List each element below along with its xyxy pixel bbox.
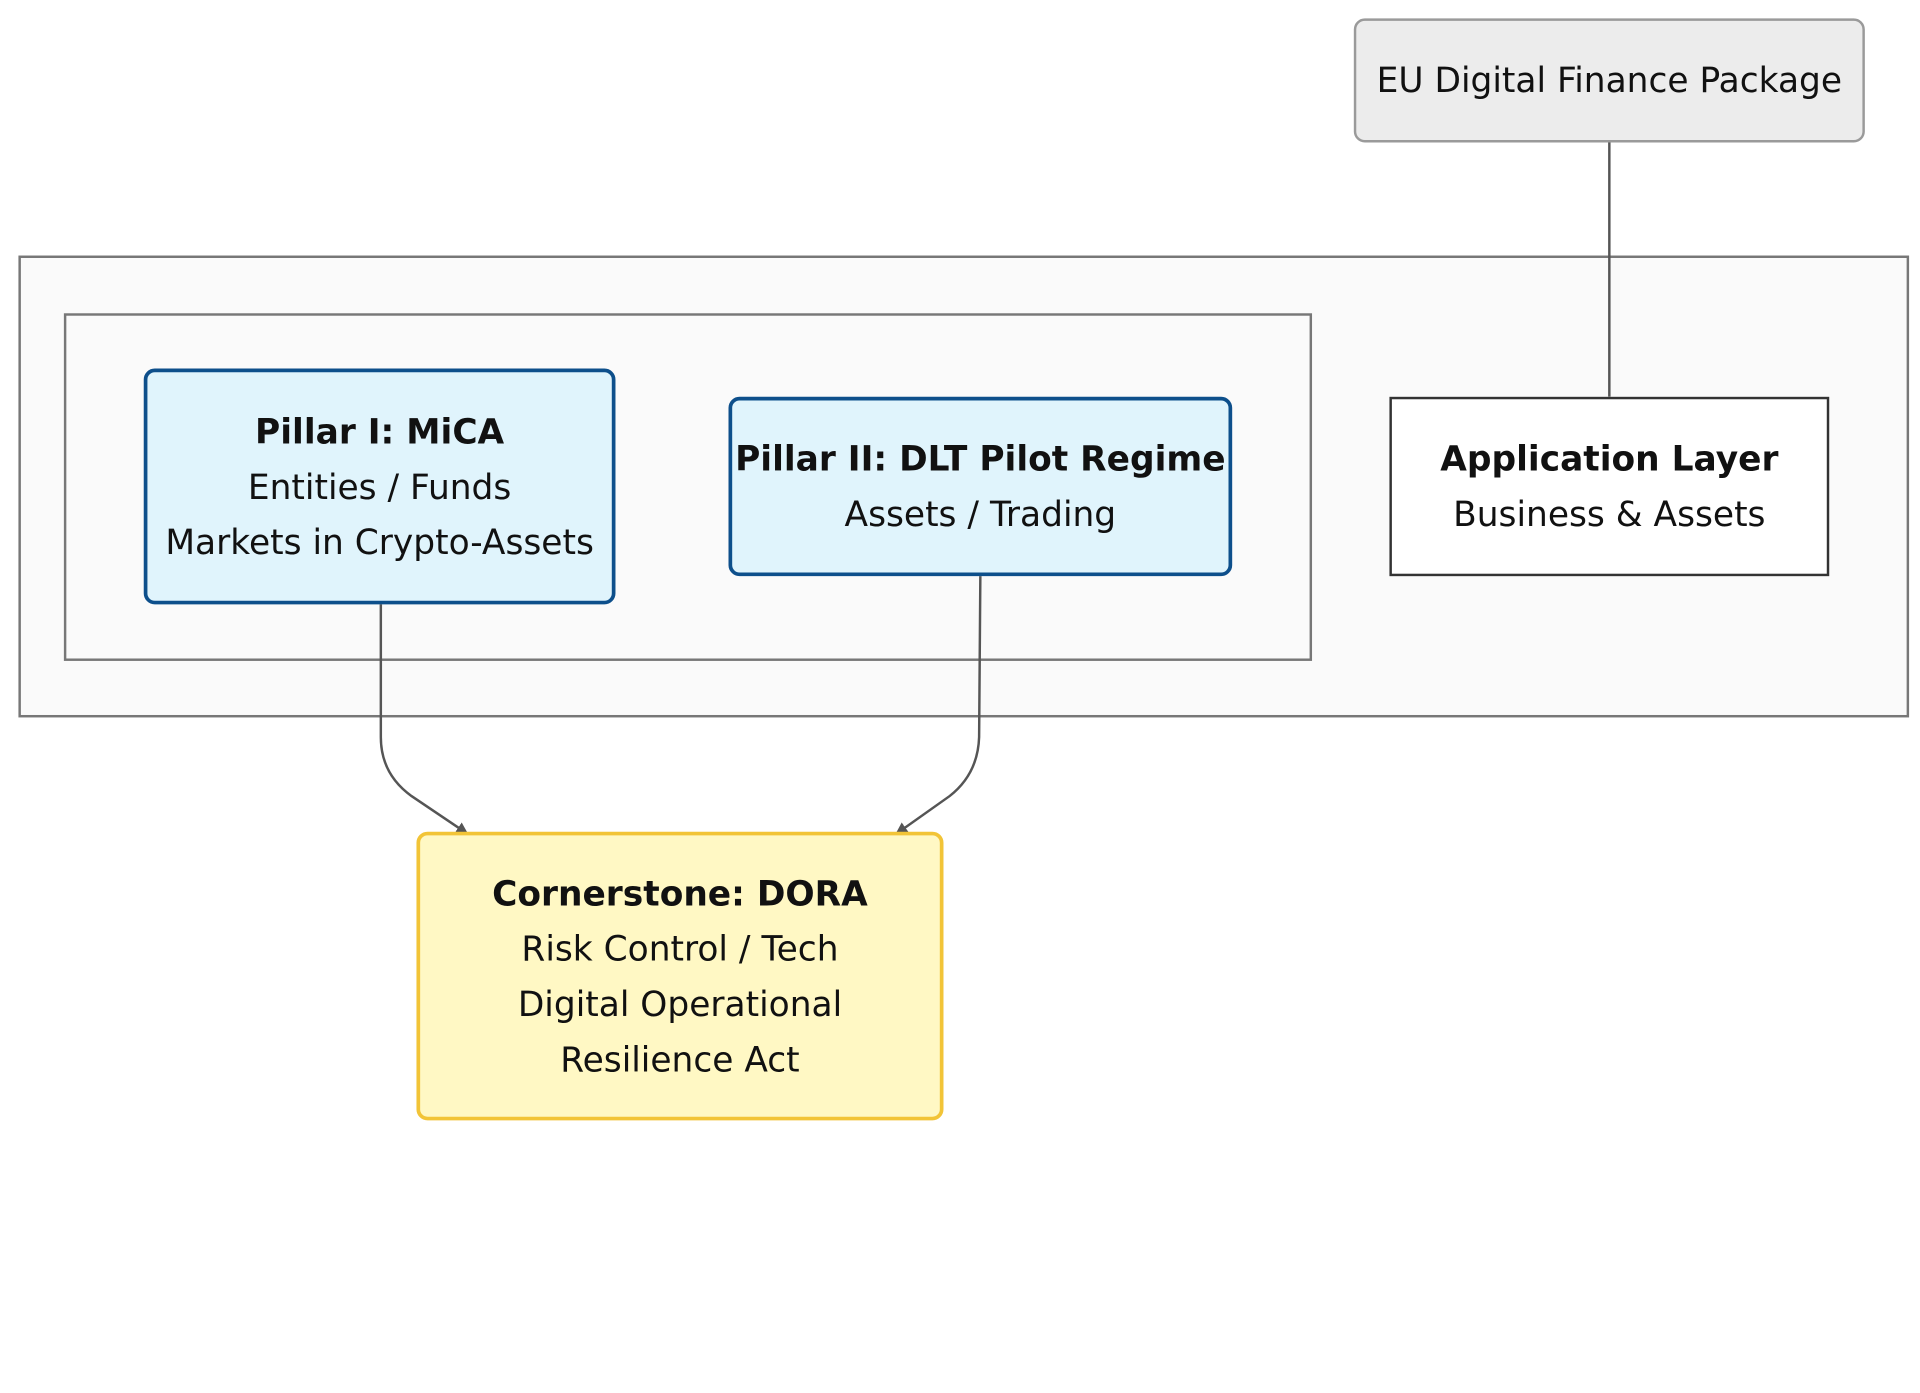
pillar-mica-node: Pillar I: MiCA Entities / Funds Markets … <box>143 368 616 605</box>
edge-mica-to-dora <box>379 604 469 835</box>
eu-digital-finance-package-node: EU Digital Finance Package <box>1353 18 1865 143</box>
mica-line-2: Markets in Crypto-Assets <box>165 521 594 563</box>
dlt-title: Pillar II: DLT Pilot Regime <box>735 438 1226 480</box>
application-layer-title: Application Layer <box>1440 438 1779 480</box>
application-layer-line-1: Business & Assets <box>1453 493 1766 535</box>
application-layer-node: Application Layer Business & Assets <box>1389 396 1830 577</box>
dora-line-3: Resilience Act <box>560 1038 800 1080</box>
cornerstone-dora-node: Cornerstone: DORA Risk Control / Tech Di… <box>416 831 944 1121</box>
dora-title: Cornerstone: DORA <box>492 872 868 914</box>
edges-layer <box>379 142 1611 835</box>
mica-line-1: Entities / Funds <box>247 466 512 507</box>
pillar-dlt-node: Pillar II: DLT Pilot Regime Assets / Tra… <box>728 396 1233 577</box>
dlt-line-1: Assets / Trading <box>844 493 1117 535</box>
dora-line-1: Risk Control / Tech <box>521 928 839 969</box>
edge-dlt-to-dora <box>895 576 982 835</box>
mica-title: Pillar I: MiCA <box>255 410 505 452</box>
package-label: EU Digital Finance Package <box>1376 60 1843 101</box>
dora-line-2: Digital Operational <box>517 983 843 1024</box>
